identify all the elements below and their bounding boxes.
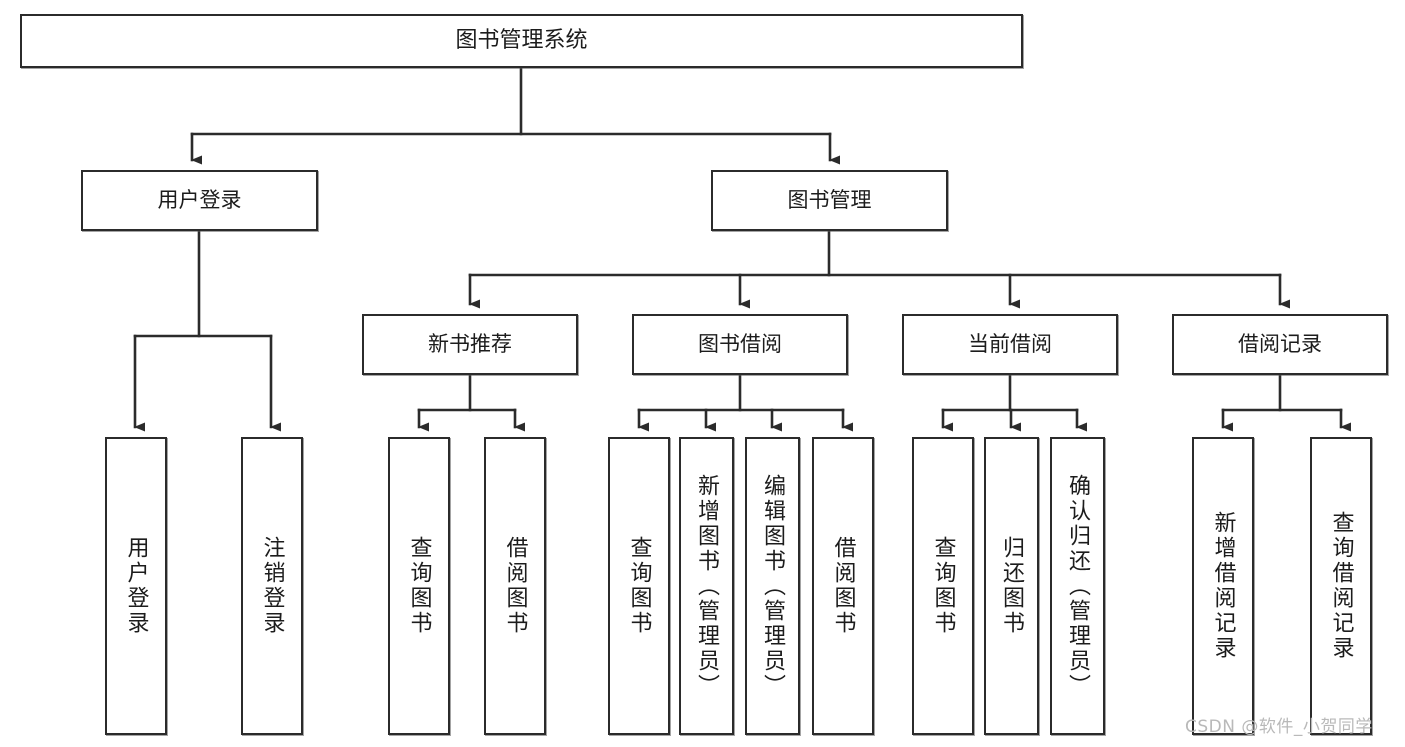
node-new-book-recommendation[interactable]: 新书推荐 [362, 314, 578, 375]
node-label: 查询图书 [406, 536, 432, 636]
node-book-management[interactable]: 图书管理 [711, 170, 948, 231]
node-label: 归还图书 [999, 536, 1025, 636]
node-label: 用户登录 [123, 536, 149, 636]
node-label: 查询图书 [930, 536, 956, 636]
leaf-borrow-edit-book-admin[interactable]: 编辑图书（管理员） [745, 437, 800, 735]
leaf-borrow-query-book[interactable]: 查询图书 [608, 437, 670, 735]
node-label: 图书管理 [787, 188, 872, 213]
node-label: 查询借阅记录 [1328, 511, 1354, 661]
leaf-current-query-book[interactable]: 查询图书 [912, 437, 974, 735]
node-label: 新书推荐 [428, 332, 512, 357]
leaf-recommend-borrow-book[interactable]: 借阅图书 [484, 437, 546, 735]
node-label: 借阅记录 [1238, 332, 1322, 357]
leaf-current-confirm-return-admin[interactable]: 确认归还（管理员） [1050, 437, 1105, 735]
node-label: 注销登录 [259, 536, 285, 636]
node-label: 新增借阅记录 [1210, 511, 1236, 661]
node-label: 编辑图书（管理员） [760, 473, 786, 699]
node-book-borrow[interactable]: 图书借阅 [632, 314, 848, 375]
node-label: 图书借阅 [698, 332, 782, 357]
leaf-record-add-record[interactable]: 新增借阅记录 [1192, 437, 1254, 735]
node-label: 查询图书 [626, 536, 652, 636]
node-label: 确认归还（管理员） [1065, 473, 1091, 699]
node-root-system[interactable]: 图书管理系统 [20, 14, 1023, 68]
leaf-record-query-record[interactable]: 查询借阅记录 [1310, 437, 1372, 735]
leaf-borrow-add-book-admin[interactable]: 新增图书（管理员） [679, 437, 734, 735]
node-label: 借阅图书 [502, 536, 528, 636]
node-label: 当前借阅 [968, 332, 1052, 357]
node-label: 图书管理系统 [455, 28, 588, 54]
node-label: 新增图书（管理员） [694, 473, 720, 699]
leaf-borrow-borrow-book[interactable]: 借阅图书 [812, 437, 874, 735]
leaf-user-login[interactable]: 用户登录 [105, 437, 167, 735]
leaf-user-logout[interactable]: 注销登录 [241, 437, 303, 735]
csdn-watermark: CSDN @软件_小贺同学 [1185, 717, 1373, 737]
node-user-login[interactable]: 用户登录 [81, 170, 318, 231]
leaf-recommend-query-book[interactable]: 查询图书 [388, 437, 450, 735]
node-current-borrow[interactable]: 当前借阅 [902, 314, 1118, 375]
node-label: 用户登录 [157, 188, 242, 213]
leaf-current-return-book[interactable]: 归还图书 [984, 437, 1039, 735]
node-label: 借阅图书 [830, 536, 856, 636]
node-borrow-record[interactable]: 借阅记录 [1172, 314, 1388, 375]
